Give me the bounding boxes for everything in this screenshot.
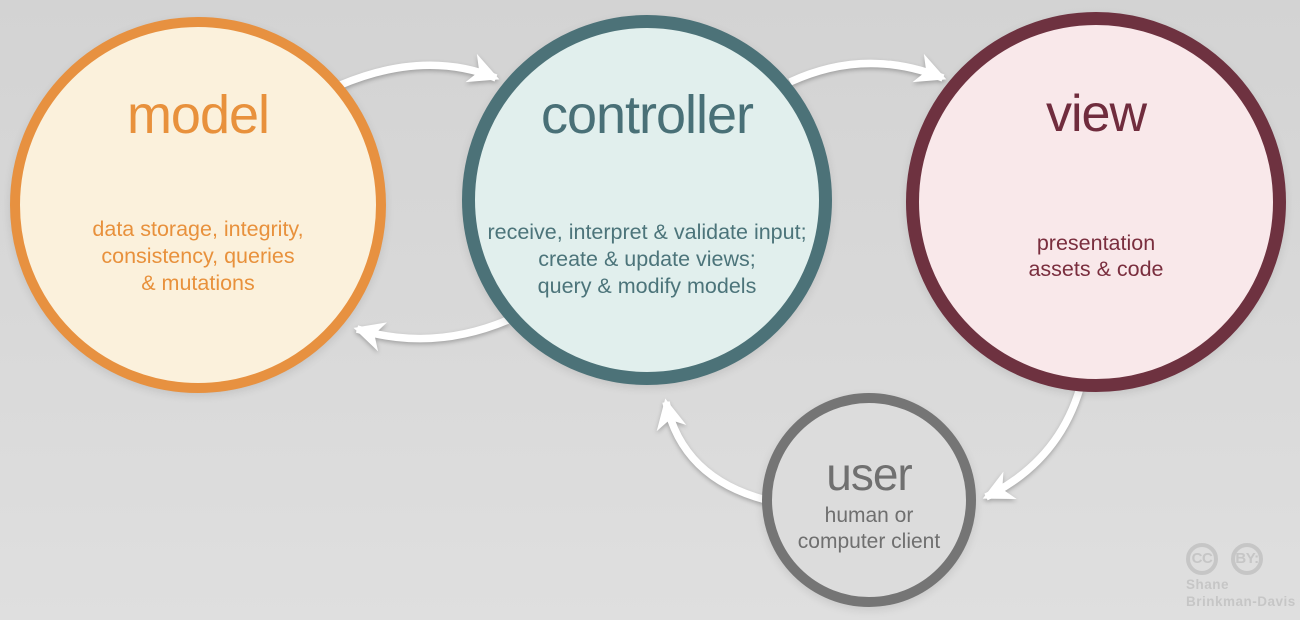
user-title: user [826, 448, 912, 500]
node-view: view presentation assets & code [906, 12, 1286, 392]
author-name-line1: Shane [1186, 577, 1230, 592]
model-description-line: & mutations [141, 271, 255, 295]
model-description-line: consistency, queries [101, 244, 295, 268]
controller-description-line: receive, interpret & validate input; [487, 220, 807, 244]
by-license-icon: BY: [1231, 543, 1263, 575]
view-description-line: assets & code [1028, 257, 1164, 281]
node-model: model data storage, integrity, consisten… [10, 17, 386, 393]
user-description-line: human or [824, 504, 914, 527]
view-description-line: presentation [1036, 231, 1156, 255]
controller-description: receive, interpret & validate input; cre… [435, 219, 859, 300]
arrow-model-to-controller [336, 53, 500, 90]
arrow-view-to-user [982, 386, 1084, 501]
controller-title: controller [540, 85, 754, 145]
cc-license-icon: CC [1186, 543, 1218, 575]
model-description: data storage, integrity, consistency, qu… [0, 216, 416, 297]
view-title: view [1045, 85, 1147, 143]
license-badges: CC BY: [1186, 543, 1296, 575]
model-description-line: data storage, integrity, [92, 217, 304, 241]
attribution: CC BY: Shane Brinkman-Davis [1186, 543, 1296, 608]
node-user: user human or computer client [762, 393, 976, 607]
view-description: presentation assets & code [879, 230, 1300, 282]
user-description: human or computer client [732, 503, 1006, 555]
model-title: model [126, 85, 270, 145]
author-name-line2: Brinkman-Davis [1186, 593, 1296, 609]
arrow-controller-to-view [788, 53, 947, 86]
node-controller: controller receive, interpret & validate… [462, 15, 832, 385]
arrow-user-to-controller [656, 398, 767, 504]
controller-description-line: query & modify models [537, 274, 757, 298]
user-description-line: computer client [797, 530, 941, 553]
controller-description-line: create & update views; [538, 247, 756, 271]
arrow-controller-to-model [353, 316, 510, 352]
